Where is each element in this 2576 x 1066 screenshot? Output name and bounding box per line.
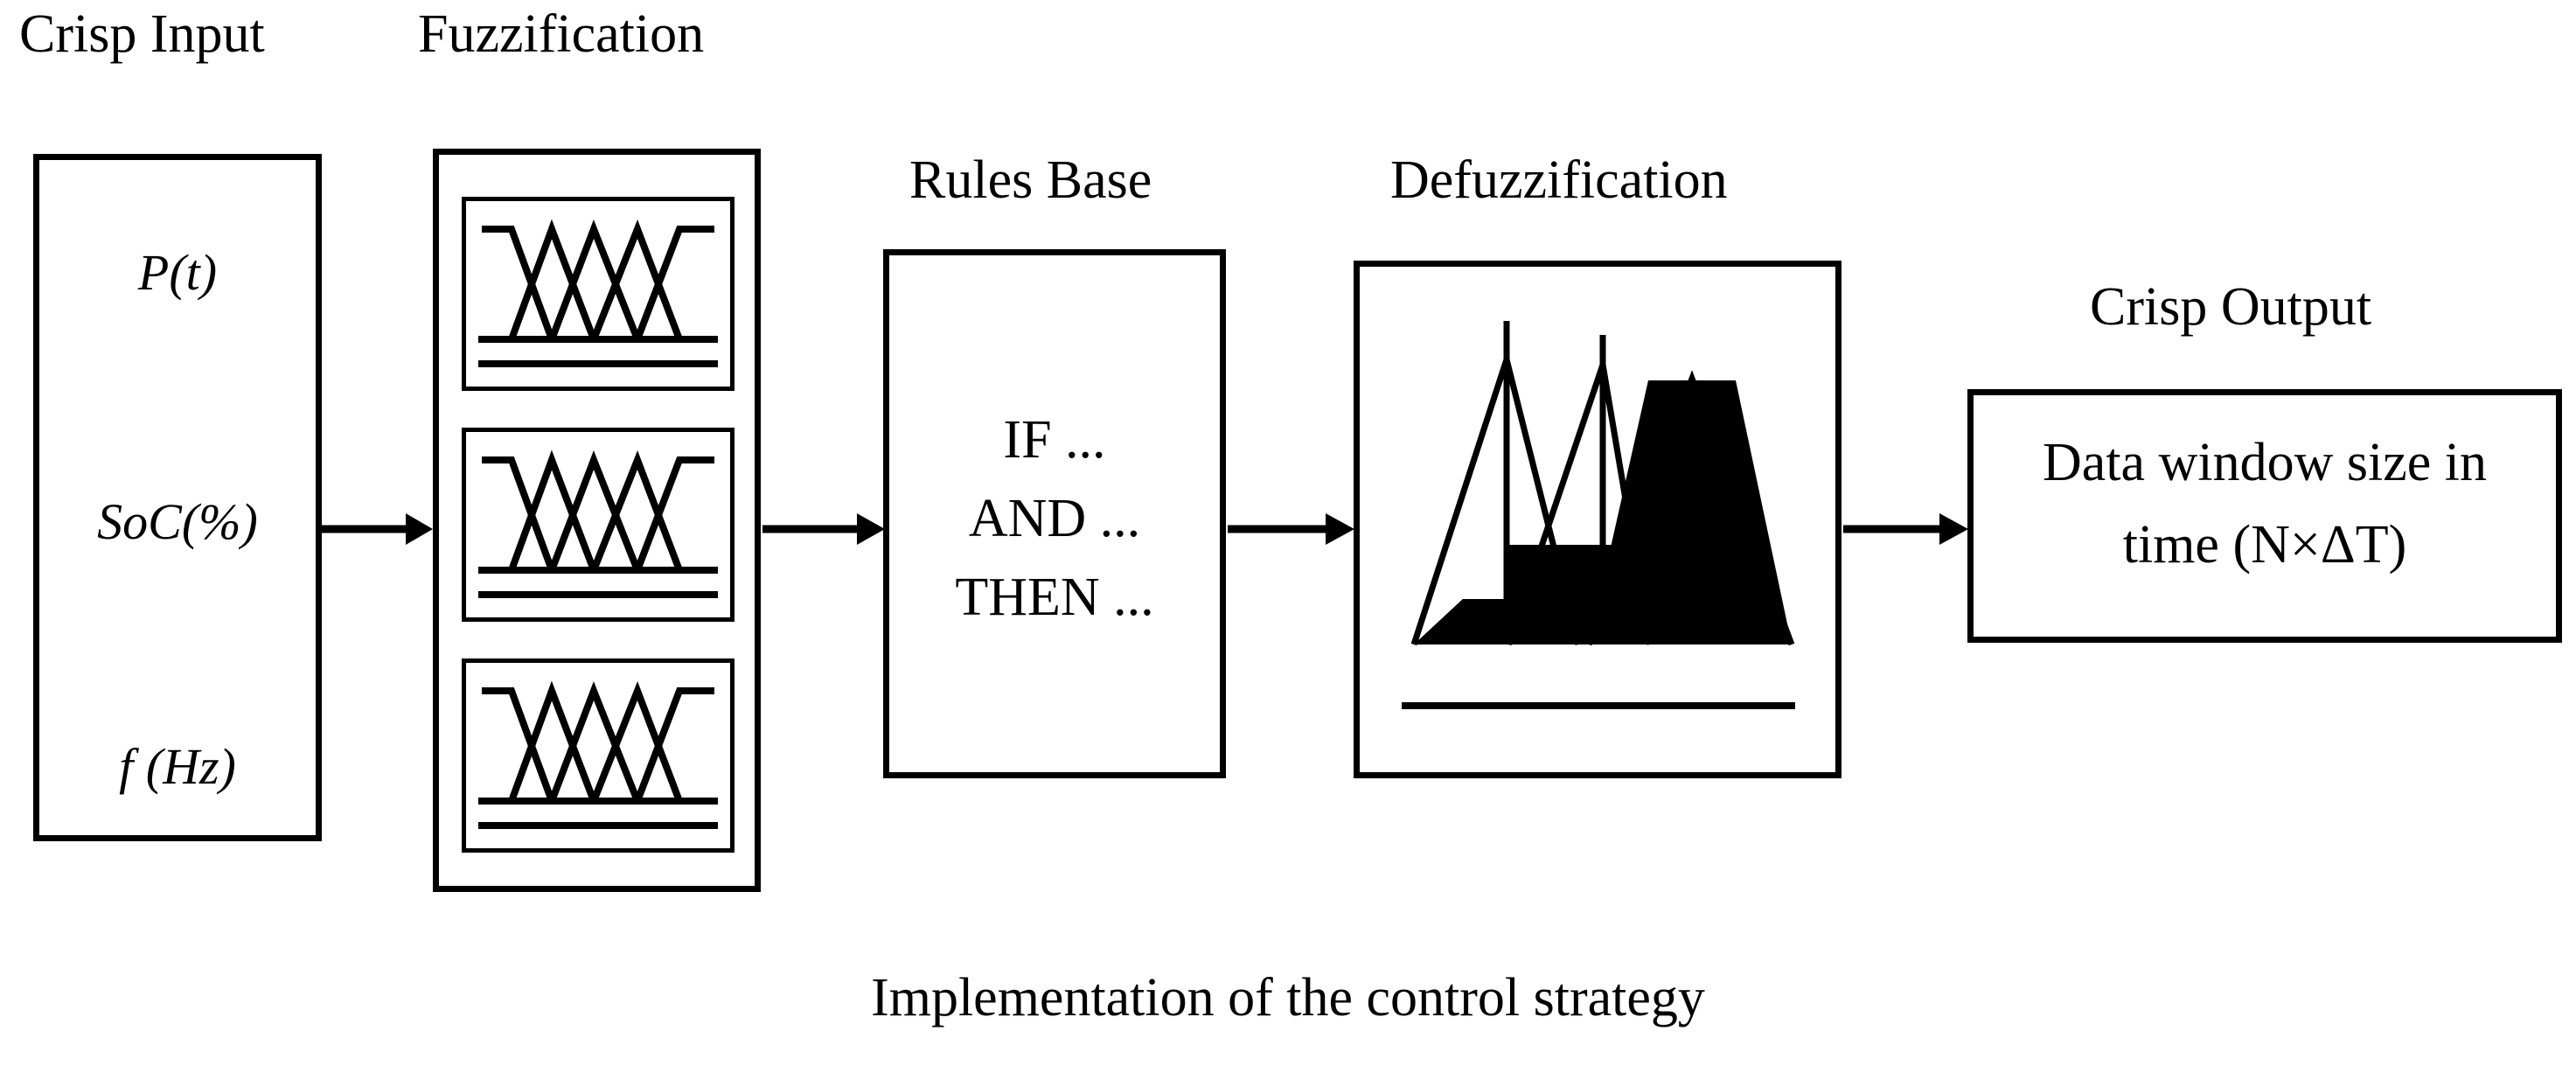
fuzzification-panel-3: [462, 658, 735, 853]
crisp-output-box: Data window size in time (N×ΔT): [1967, 389, 2562, 643]
fuzzification-panel-1: [462, 197, 735, 391]
defuzzification-heading: Defuzzification: [1390, 150, 1728, 210]
input-variable-f-label: f (Hz): [119, 738, 236, 795]
fuzzification-panel-2: [462, 428, 735, 622]
membership-plot-2: [478, 449, 718, 598]
membership-plot-3: [478, 680, 718, 829]
rules-line-then: THEN ...: [955, 568, 1154, 627]
crisp-input-box: P(t) SoC(%) f (Hz): [33, 154, 322, 841]
arrow-fuzzification-to-rules: [762, 503, 889, 555]
arrow-rules-to-defuzzification: [1228, 503, 1359, 555]
rules-line-if: IF ...: [1003, 410, 1106, 470]
arrow-input-to-fuzzification: [322, 503, 435, 555]
crisp-output-line-1: Data window size in: [2043, 433, 2487, 492]
fuzzification-heading: Fuzzification: [418, 4, 705, 64]
crisp-output-heading: Crisp Output: [2090, 277, 2372, 337]
defuzz-centroid-stems: [1503, 321, 1606, 644]
arrow-defuzzification-to-output: [1843, 503, 1973, 555]
input-variable-soc: SoC(%): [39, 497, 316, 547]
rules-base-box: IF ... AND ... THEN ...: [883, 249, 1226, 778]
input-variable-p-label: P(t): [137, 244, 218, 301]
input-variable-f: f (Hz): [39, 742, 316, 792]
rules-base-heading: Rules Base: [909, 150, 1152, 210]
diagram-caption: Implementation of the control strategy: [871, 968, 1705, 1028]
fuzzification-box: [433, 149, 761, 892]
input-variable-p: P(t): [39, 247, 316, 298]
membership-plot-1: [478, 219, 718, 367]
defuzzification-box: [1354, 261, 1841, 778]
crisp-output-line-2: time (N×ΔT): [2122, 515, 2407, 575]
defuzzification-plot: [1402, 321, 1795, 709]
crisp-input-heading: Crisp Input: [19, 4, 265, 64]
rules-line-and: AND ...: [968, 489, 1141, 548]
input-variable-soc-label: SoC(%): [97, 493, 258, 550]
